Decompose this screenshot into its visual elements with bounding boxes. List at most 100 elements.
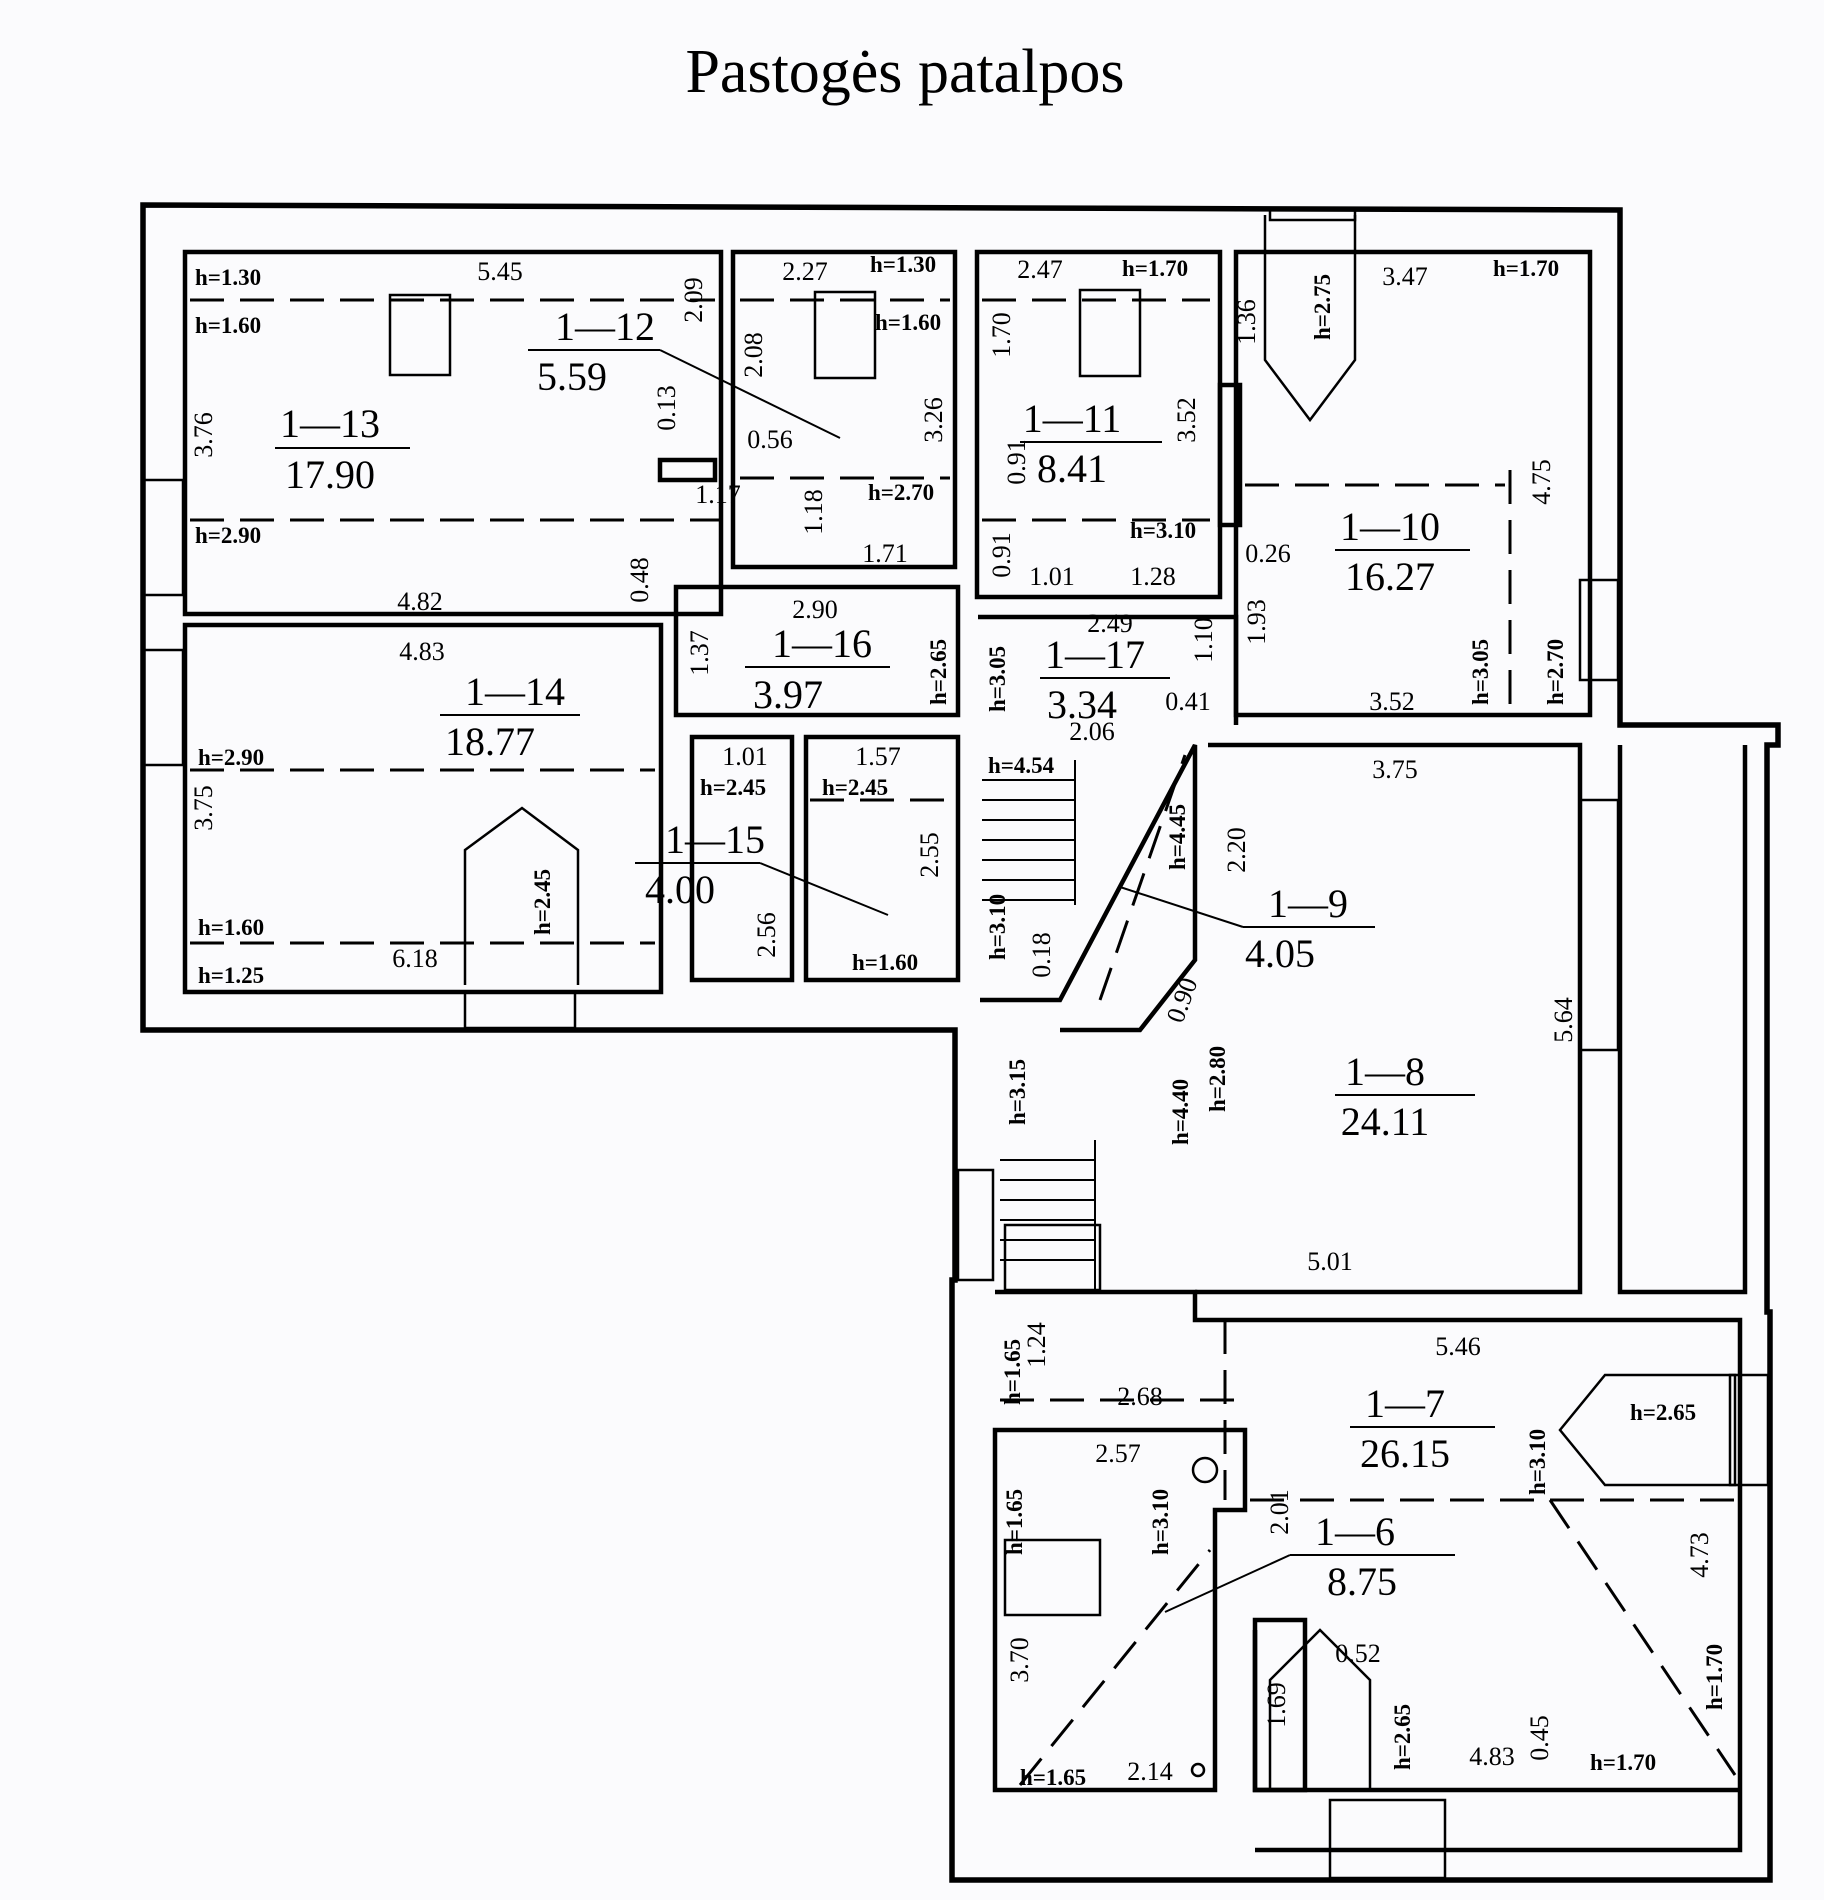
svg-text:3.75: 3.75 bbox=[189, 785, 218, 831]
svg-text:4.73: 4.73 bbox=[1685, 1532, 1714, 1578]
room-1-8: 1—8 24.11 bbox=[1335, 1049, 1475, 1144]
room-1-10: 1—10 16.27 bbox=[1335, 504, 1470, 599]
svg-text:1.70: 1.70 bbox=[987, 312, 1016, 358]
svg-text:1—15: 1—15 bbox=[665, 817, 765, 862]
dimension-labels: 5.45 2.09 3.76 0.13 1.17 4.82 0.48 2.27 … bbox=[189, 255, 1714, 1786]
svg-text:2.20: 2.20 bbox=[1222, 827, 1251, 873]
svg-text:3.70: 3.70 bbox=[1005, 1637, 1034, 1683]
room-1-13: 1—13 17.90 bbox=[275, 401, 410, 497]
room-labels: 1—13 17.90 1—12 5.59 1—11 8.41 1—10 16.2… bbox=[275, 304, 1495, 1613]
svg-text:h=3.05: h=3.05 bbox=[1468, 639, 1493, 705]
svg-text:8.75: 8.75 bbox=[1327, 1559, 1397, 1604]
svg-text:1.10: 1.10 bbox=[1189, 617, 1218, 663]
svg-text:h=1.25: h=1.25 bbox=[198, 963, 264, 988]
svg-text:h=1.65: h=1.65 bbox=[1002, 1489, 1027, 1555]
slope-lines bbox=[190, 298, 1740, 1786]
svg-text:1.93: 1.93 bbox=[1242, 599, 1271, 645]
svg-text:8.41: 8.41 bbox=[1037, 446, 1107, 491]
svg-text:1.17: 1.17 bbox=[695, 480, 741, 509]
svg-text:3.52: 3.52 bbox=[1172, 397, 1201, 443]
svg-text:1—16: 1—16 bbox=[772, 621, 872, 666]
svg-text:2.49: 2.49 bbox=[1087, 609, 1133, 638]
room-1-17: 1—17 3.34 bbox=[1040, 632, 1170, 727]
svg-text:16.27: 16.27 bbox=[1345, 554, 1435, 599]
svg-text:h=1.30: h=1.30 bbox=[870, 252, 936, 277]
svg-text:2.08: 2.08 bbox=[739, 332, 768, 378]
svg-text:2.56: 2.56 bbox=[752, 912, 781, 958]
room-1-7: 1—7 26.15 bbox=[1350, 1381, 1495, 1476]
room-1-15: 1—15 4.00 bbox=[635, 817, 889, 916]
room-1-9: 1—9 4.05 bbox=[1119, 881, 1375, 976]
svg-text:4.83: 4.83 bbox=[399, 637, 445, 666]
room-1-16: 1—16 3.97 bbox=[745, 621, 890, 717]
room-1-11: 1—11 8.41 bbox=[1020, 396, 1162, 491]
svg-text:h=1.65: h=1.65 bbox=[1020, 1765, 1086, 1790]
svg-text:h=2.65: h=2.65 bbox=[1390, 1704, 1415, 1770]
svg-text:h=1.70: h=1.70 bbox=[1590, 1750, 1656, 1775]
svg-text:26.15: 26.15 bbox=[1360, 1431, 1450, 1476]
svg-text:h=3.10: h=3.10 bbox=[1148, 1489, 1173, 1555]
svg-text:h=2.65: h=2.65 bbox=[1630, 1400, 1696, 1425]
svg-text:1—13: 1—13 bbox=[280, 401, 380, 446]
svg-text:0.45: 0.45 bbox=[1525, 1715, 1554, 1761]
svg-text:1.28: 1.28 bbox=[1130, 562, 1176, 591]
svg-text:2.90: 2.90 bbox=[792, 595, 838, 624]
svg-text:5.01: 5.01 bbox=[1307, 1247, 1353, 1276]
svg-text:h=2.80: h=2.80 bbox=[1205, 1046, 1230, 1112]
svg-text:h=1.60: h=1.60 bbox=[852, 950, 918, 975]
svg-text:3.26: 3.26 bbox=[919, 397, 948, 443]
svg-text:1—9: 1—9 bbox=[1268, 881, 1348, 926]
svg-text:h=1.30: h=1.30 bbox=[195, 265, 261, 290]
svg-text:1.69: 1.69 bbox=[1262, 1682, 1291, 1728]
svg-text:3.47: 3.47 bbox=[1382, 262, 1428, 291]
svg-text:2.57: 2.57 bbox=[1095, 1439, 1141, 1468]
svg-text:h=3.10: h=3.10 bbox=[1130, 518, 1196, 543]
svg-text:4.82: 4.82 bbox=[397, 587, 443, 616]
svg-text:2.09: 2.09 bbox=[679, 277, 708, 323]
svg-text:h=3.10: h=3.10 bbox=[1525, 1429, 1550, 1495]
svg-text:h=1.70: h=1.70 bbox=[1702, 1644, 1727, 1710]
svg-text:0.26: 0.26 bbox=[1245, 539, 1291, 568]
svg-text:2.01: 2.01 bbox=[1265, 1489, 1294, 1535]
svg-text:18.77: 18.77 bbox=[445, 719, 535, 764]
svg-text:h=2.90: h=2.90 bbox=[198, 745, 264, 770]
svg-text:3.34: 3.34 bbox=[1047, 682, 1117, 727]
svg-text:1.01: 1.01 bbox=[722, 742, 768, 771]
svg-text:1.57: 1.57 bbox=[855, 742, 901, 771]
svg-text:0.41: 0.41 bbox=[1165, 687, 1211, 716]
svg-text:1—14: 1—14 bbox=[465, 669, 565, 714]
svg-text:1—12: 1—12 bbox=[555, 304, 655, 349]
room-1-6: 1—6 8.75 bbox=[1164, 1509, 1455, 1613]
svg-text:1.01: 1.01 bbox=[1029, 562, 1075, 591]
svg-text:h=4.54: h=4.54 bbox=[988, 753, 1055, 778]
walls bbox=[140, 202, 1781, 1883]
svg-text:h=4.40: h=4.40 bbox=[1168, 1079, 1193, 1145]
fixtures bbox=[141, 208, 1770, 1880]
svg-text:h=3.10: h=3.10 bbox=[985, 894, 1010, 960]
svg-text:h=1.70: h=1.70 bbox=[1493, 256, 1559, 281]
svg-text:0.91: 0.91 bbox=[987, 532, 1016, 578]
svg-text:4.75: 4.75 bbox=[1527, 459, 1556, 505]
svg-text:h=1.65: h=1.65 bbox=[1000, 1339, 1025, 1405]
svg-text:5.59: 5.59 bbox=[537, 354, 607, 399]
svg-text:1—7: 1—7 bbox=[1365, 1381, 1445, 1426]
svg-text:h=2.45: h=2.45 bbox=[700, 775, 766, 800]
svg-text:3.97: 3.97 bbox=[753, 672, 823, 717]
svg-text:3.76: 3.76 bbox=[189, 412, 218, 458]
svg-text:2.27: 2.27 bbox=[782, 257, 828, 286]
svg-text:h=2.75: h=2.75 bbox=[1310, 274, 1335, 340]
svg-text:2.06: 2.06 bbox=[1069, 717, 1115, 746]
svg-text:5.64: 5.64 bbox=[1549, 997, 1578, 1043]
svg-text:2.55: 2.55 bbox=[915, 832, 944, 878]
svg-text:h=2.45: h=2.45 bbox=[530, 869, 555, 935]
svg-text:0.48: 0.48 bbox=[625, 557, 654, 603]
svg-text:h=4.45: h=4.45 bbox=[1165, 804, 1190, 870]
svg-text:h=2.90: h=2.90 bbox=[195, 523, 261, 548]
room-1-12: 1—12 5.59 bbox=[528, 304, 841, 439]
svg-text:1.36: 1.36 bbox=[1232, 299, 1261, 345]
svg-text:h=1.60: h=1.60 bbox=[195, 313, 261, 338]
svg-text:1—6: 1—6 bbox=[1315, 1509, 1395, 1554]
svg-text:24.11: 24.11 bbox=[1341, 1099, 1430, 1144]
svg-text:4.05: 4.05 bbox=[1245, 931, 1315, 976]
